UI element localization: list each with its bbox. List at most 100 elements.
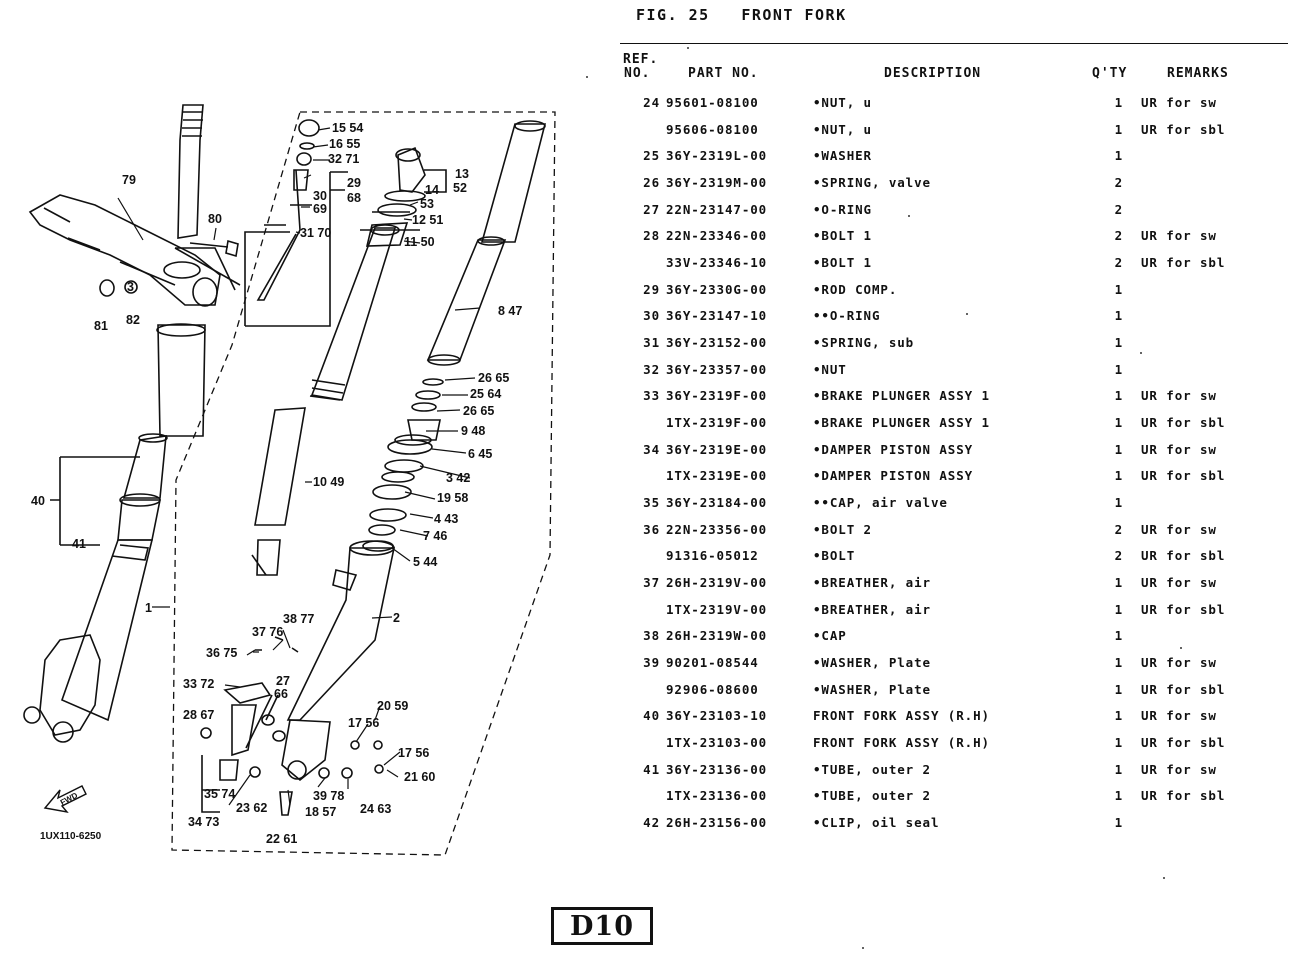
- ref-number: 40: [643, 708, 660, 724]
- header-part-no: PART NO.: [688, 66, 759, 81]
- callout: 18 57: [305, 805, 336, 819]
- ref-number: 36: [643, 521, 660, 537]
- ref-number: 26: [643, 174, 660, 190]
- print-speck: [687, 47, 689, 49]
- part-remarks: UR for sbl: [1141, 468, 1226, 484]
- parts-row: 1TX-2319E-00 •DAMPER PISTON ASSY 1 UR for s…: [620, 462, 1281, 489]
- part-description: •ROD COMP.: [813, 281, 898, 297]
- assembly-boundary: [171, 111, 556, 856]
- part-quantity: 1: [1114, 761, 1123, 777]
- part-description: •WASHER, Plate: [813, 681, 931, 697]
- part-number: 1TX-23103-00: [666, 734, 768, 750]
- part-description: •O-RING: [813, 201, 872, 217]
- part-quantity: 1: [1114, 734, 1123, 750]
- part-quantity: 1: [1114, 94, 1123, 110]
- callout: 17 56: [348, 716, 379, 730]
- part-remarks: [1141, 329, 1281, 356]
- part-remarks: UR for sbl: [1141, 414, 1226, 430]
- callout: 25 64: [470, 387, 501, 401]
- part-remarks: [1141, 196, 1281, 223]
- inner-tube: [309, 222, 409, 401]
- callout: 36 75: [206, 646, 237, 660]
- part-remarks: UR for sw: [1141, 388, 1217, 404]
- callout: 5 44: [413, 555, 437, 569]
- part-description: •NUT: [813, 361, 847, 377]
- fwd-arrow: [43, 785, 87, 814]
- ref-number: 34: [643, 441, 660, 457]
- part-remarks: [1141, 142, 1281, 169]
- callout: 2: [393, 611, 400, 625]
- bolt-80: [189, 239, 239, 258]
- part-quantity: 1: [1114, 414, 1123, 430]
- callout: 1: [145, 601, 152, 615]
- callout: 16 55: [329, 137, 360, 151]
- ref-number: [620, 542, 666, 569]
- part-number: 33V-23346-10: [666, 254, 768, 270]
- ref-number: 39: [643, 654, 660, 670]
- part-quantity: 1: [1114, 121, 1123, 137]
- part-description: FRONT FORK ASSY (R.H): [813, 734, 990, 750]
- part-quantity: 2: [1114, 521, 1123, 537]
- ref-number: 32: [643, 361, 660, 377]
- ref-number: 30: [643, 308, 660, 324]
- callout: 35 74: [204, 787, 235, 801]
- ref-number: [620, 409, 666, 436]
- ref-number: 33: [643, 388, 660, 404]
- ref-number: [620, 596, 666, 623]
- part-number: 95606-08100: [666, 121, 759, 137]
- print-speck: [1140, 352, 1142, 354]
- exploded-parts-diagram: 15 54 16 55 32 71 29 68 30 69 31 70 13 5…: [23, 104, 556, 856]
- part-number: 1TX-2319V-00: [666, 601, 768, 617]
- callout: 31 70: [300, 226, 331, 240]
- part-description: •CLIP, oil seal: [813, 814, 940, 830]
- callout: 66: [274, 687, 288, 701]
- part-remarks: [1141, 356, 1281, 383]
- callout: 9 48: [461, 424, 485, 438]
- part-number: 26H-2319V-00: [666, 574, 768, 590]
- callout: 68: [347, 191, 361, 205]
- damper-rod: [251, 407, 306, 576]
- header-ref-line2: NO.: [624, 66, 651, 81]
- part-number: 92906-08600: [666, 681, 759, 697]
- part-description: •BOLT 1: [813, 254, 872, 270]
- part-description: •DAMPER PISTON ASSY: [813, 468, 974, 484]
- callout: 7 46: [423, 529, 447, 543]
- part-description: •BRAKE PLUNGER ASSY 1: [813, 388, 990, 404]
- assembled-fork: [23, 323, 206, 743]
- part-quantity: 1: [1114, 468, 1123, 484]
- part-description: •BREATHER, air: [813, 601, 931, 617]
- diagram-code: 1UX110-6250: [40, 831, 102, 842]
- ref-number: 25: [643, 148, 660, 164]
- callout: 32 71: [328, 152, 359, 166]
- header-description: DESCRIPTION: [884, 66, 982, 81]
- callout: 33 72: [183, 677, 214, 691]
- part-remarks: [1141, 302, 1281, 329]
- part-number: 22N-23147-00: [666, 201, 768, 217]
- callout: 19 58: [437, 491, 468, 505]
- callout: 8 47: [498, 304, 522, 318]
- callout: 29: [347, 176, 361, 190]
- part-description: FRONT FORK ASSY (R.H): [813, 708, 990, 724]
- part-number: 36Y-23184-00: [666, 494, 768, 510]
- part-description: •BOLT 2: [813, 521, 872, 537]
- part-description: •BRAKE PLUNGER ASSY 1: [813, 414, 990, 430]
- callout: 40: [31, 494, 45, 508]
- part-quantity: 2: [1114, 201, 1123, 217]
- callout: 26 65: [463, 404, 494, 418]
- part-number: 1TX-2319E-00: [666, 468, 768, 484]
- part-quantity: 1: [1114, 788, 1123, 804]
- part-remarks: UR for sw: [1141, 521, 1217, 537]
- ref-number: [620, 676, 666, 703]
- ring-stack: [362, 378, 444, 552]
